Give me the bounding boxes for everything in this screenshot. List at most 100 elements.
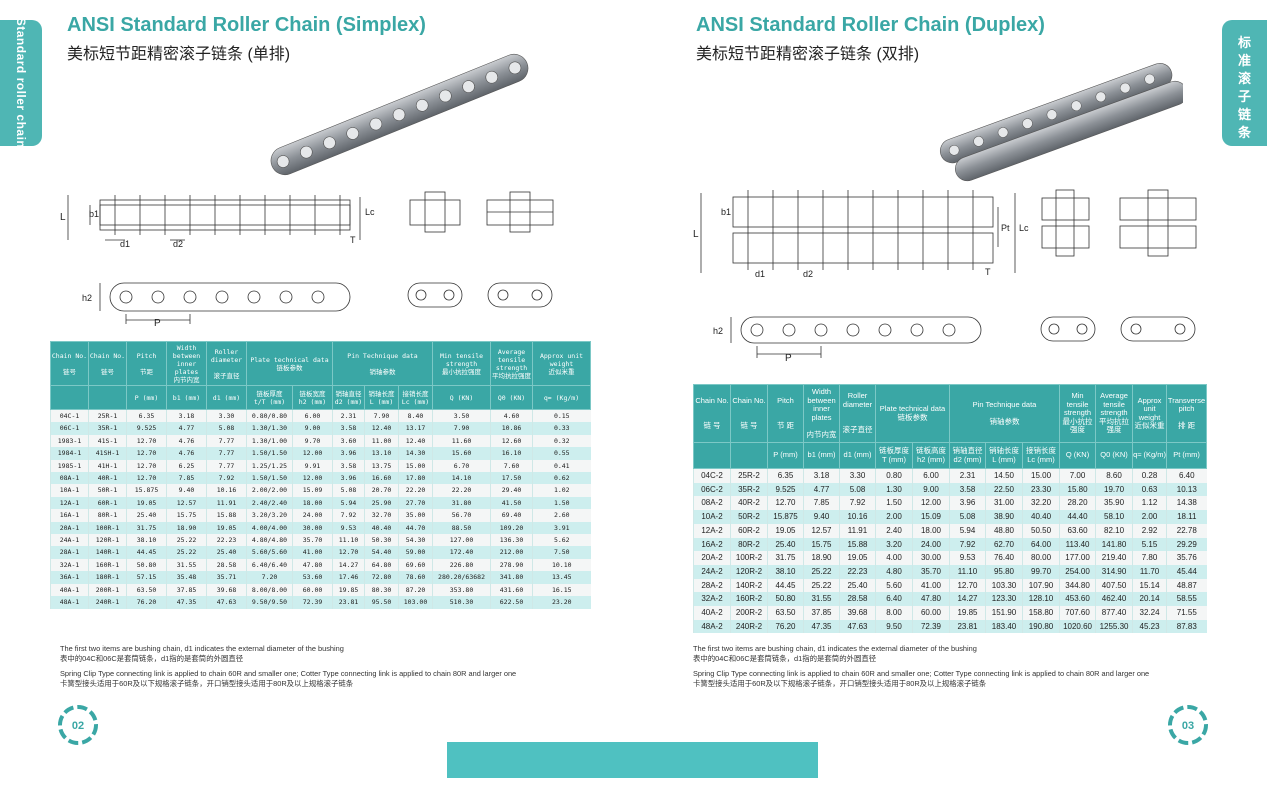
table-cell: 3.96: [332, 472, 365, 485]
table-cell: 19.85: [949, 606, 986, 620]
table-cell: 88.50: [432, 521, 491, 535]
table-cell: 76.20: [767, 619, 804, 634]
col-unit: [50, 385, 89, 410]
table-cell: 9.525: [126, 422, 167, 435]
table-cell: 41.00: [292, 546, 333, 559]
table-cell: 22.23: [206, 534, 247, 547]
table-cell: 1983-1: [50, 434, 89, 448]
right-page: 标准滚 子链条 ANSI Standard Roller Chain (Dupl…: [633, 0, 1267, 800]
table-cell: 50R-1: [88, 484, 127, 497]
table-cell: 3.30: [206, 409, 247, 423]
table-cell: 7.77: [206, 447, 247, 460]
table-cell: 8.40: [397, 409, 433, 423]
table-cell: 1.30/1.30: [246, 422, 293, 435]
dim-label-b1: b1: [721, 207, 731, 217]
table-cell: 36A-1: [50, 571, 89, 584]
table-cell: 10.86: [490, 422, 533, 435]
table-cell: 35.70: [912, 564, 950, 579]
table-cell: 6.00: [292, 409, 333, 423]
chain-end-view-drawing: [1041, 189, 1090, 257]
table-cell: 5.15: [1132, 537, 1167, 552]
col-unit: b1 (mm): [803, 442, 840, 469]
col-unit: b1 (mm): [166, 385, 207, 410]
table-cell: 53.60: [292, 571, 333, 584]
table-cell: 13.17: [397, 422, 433, 435]
table-cell: 22.50: [985, 482, 1023, 497]
table-cell: 9.00: [912, 482, 950, 497]
col-header: Chain No.链号: [88, 341, 127, 386]
chain-side-view-drawing: h2 P: [82, 282, 351, 328]
table-cell: 72.39: [912, 619, 950, 634]
table-cell: 54.30: [397, 534, 433, 547]
dim-label-P: P: [154, 318, 161, 328]
col-unit: q≈ (Kg/m): [532, 385, 592, 410]
table-cell: 47.35: [803, 619, 840, 634]
col-unit: [693, 442, 731, 469]
table-cell: 24.00: [292, 509, 333, 522]
table-cell: 32A-1: [50, 558, 89, 572]
col-unit: q≈ (Kg/m): [1132, 442, 1168, 469]
table-cell: 12.40: [397, 434, 433, 448]
table-cell: 24A-1: [50, 534, 89, 547]
table-cell: 9.525: [767, 482, 804, 497]
table-cell: 1.50/1.50: [246, 472, 293, 485]
table-cell: 4.77: [166, 422, 207, 435]
table-cell: 24.00: [912, 537, 950, 552]
table-cell: 16.60: [364, 472, 399, 485]
table-cell: 08A-2: [693, 496, 731, 511]
table-cell: 23.81: [332, 596, 365, 609]
table-cell: 6.40/6.40: [246, 558, 293, 572]
table-cell: 44.45: [126, 546, 167, 559]
table-cell: 32A-2: [693, 592, 731, 607]
table-cell: 39.68: [839, 606, 876, 620]
table-cell: 38.10: [767, 564, 804, 579]
table-cell: 25.40: [767, 537, 804, 552]
table-cell: 109.20: [490, 521, 533, 535]
table-cell: 1020.60: [1059, 619, 1096, 634]
table-cell: 314.90: [1095, 564, 1133, 579]
table-cell: 3.96: [332, 447, 365, 460]
table-cell: 30.00: [292, 521, 333, 535]
table-cell: 15.75: [166, 509, 207, 522]
table-cell: 1255.30: [1095, 619, 1133, 634]
table-cell: 707.60: [1059, 606, 1096, 620]
table-cell: 50.80: [126, 558, 167, 572]
table-cell: 64.00: [1021, 537, 1060, 552]
chain-link-view-drawing: [1119, 189, 1197, 257]
table-cell: 2.60: [532, 509, 591, 522]
table-cell: 9.53: [332, 521, 365, 535]
table-cell: 25.40: [839, 578, 876, 593]
table-cell: 4.00/4.00: [246, 521, 293, 535]
col-header: Chain No.链 号: [730, 384, 768, 443]
table-cell: 87.20: [397, 583, 433, 597]
table-cell: 35.70: [292, 534, 333, 547]
table-cell: 0.41: [532, 459, 591, 473]
table-cell: 12.60: [490, 434, 533, 448]
table-cell: 15.14: [1132, 578, 1167, 593]
table-cell: 19.05: [839, 551, 876, 565]
table-cell: 25.40: [206, 546, 247, 559]
table-cell: 39.68: [206, 583, 247, 597]
col-unit: d1 (mm): [839, 442, 876, 469]
table-cell: 12.70: [126, 459, 167, 473]
table-cell: 12A-2: [693, 523, 731, 538]
table-cell: 19.05: [767, 523, 804, 538]
table-cell: 11.10: [949, 564, 986, 579]
offset-link-drawing: [487, 282, 553, 308]
table-cell: 20.14: [1132, 592, 1167, 607]
col-unit: Q0 (KN): [1095, 442, 1134, 469]
table-cell: 5.62: [532, 534, 591, 547]
table-cell: 7.90: [432, 422, 491, 435]
